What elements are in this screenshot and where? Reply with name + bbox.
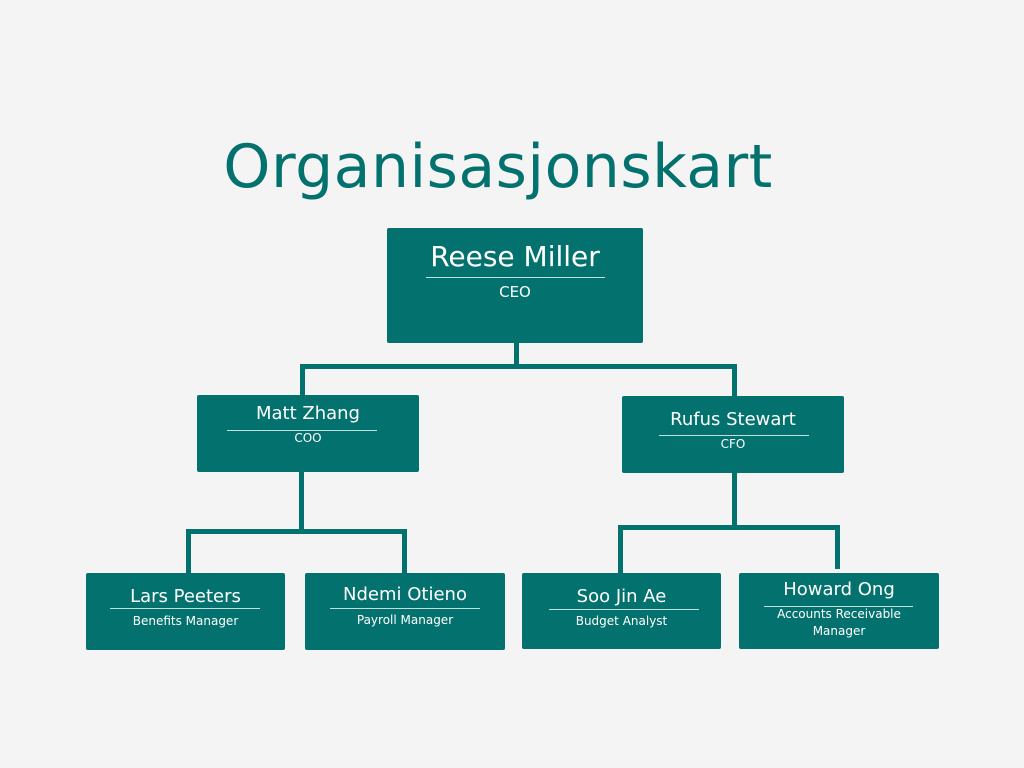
connector (186, 529, 191, 574)
node-role: Budget Analyst (575, 614, 668, 628)
connector (732, 472, 737, 529)
divider (426, 277, 605, 278)
node-name: Lars Peeters (130, 586, 241, 607)
connector (514, 342, 519, 368)
divider (764, 606, 913, 607)
divider (659, 435, 809, 436)
node-name: Howard Ong (783, 579, 895, 600)
node-name: Soo Jin Ae (576, 586, 667, 607)
connector (300, 364, 737, 369)
node-name: Ndemi Otieno (343, 584, 467, 605)
connector (300, 364, 305, 396)
connector (732, 364, 737, 397)
connector (402, 529, 407, 574)
node-role: Payroll Manager (356, 613, 454, 627)
node-coo: Matt Zhang COO (197, 395, 419, 472)
connector (618, 525, 839, 530)
divider (330, 608, 480, 609)
node-name: Matt Zhang (255, 403, 360, 424)
node-name: Reese Miller (430, 240, 600, 273)
node-role: COO (294, 431, 322, 445)
divider (549, 609, 699, 610)
divider (227, 430, 377, 431)
node-role: Accounts Receivable Manager (777, 607, 901, 638)
node-ndemi: Ndemi Otieno Payroll Manager (305, 573, 505, 650)
connector (835, 525, 840, 569)
node-role: Benefits Manager (132, 614, 239, 628)
connector (186, 529, 407, 534)
connector (299, 471, 304, 533)
node-cfo: Rufus Stewart CFO (622, 396, 844, 473)
node-role: CFO (720, 437, 746, 451)
page-title: Organisasjonskart (223, 132, 773, 202)
connector (618, 525, 623, 574)
node-lars: Lars Peeters Benefits Manager (86, 573, 285, 650)
divider (110, 608, 260, 609)
node-soo: Soo Jin Ae Budget Analyst (522, 573, 721, 649)
node-howard: Howard Ong Accounts Receivable Manager (739, 573, 939, 649)
node-ceo: Reese Miller CEO (387, 228, 643, 343)
node-role: CEO (499, 283, 531, 301)
node-name: Rufus Stewart (670, 409, 796, 430)
